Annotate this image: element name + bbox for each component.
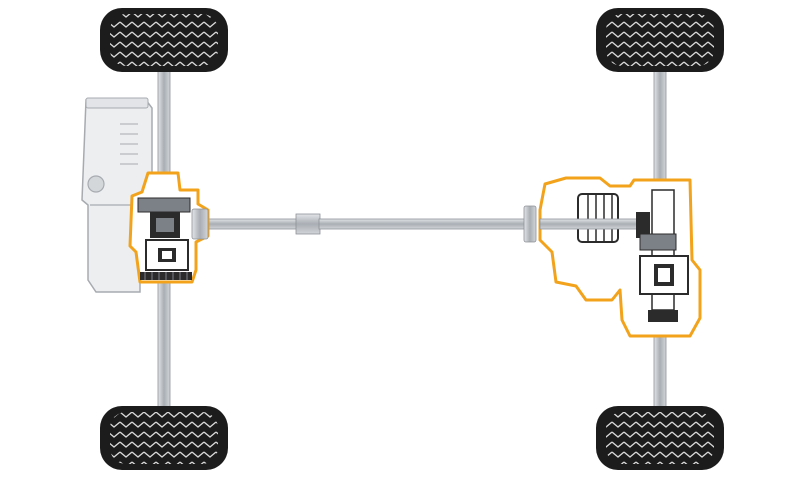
wheel-rear-right <box>596 406 724 470</box>
wheel-front-left <box>100 8 228 72</box>
propeller-shaft <box>204 205 537 243</box>
front-differential-unit <box>128 171 210 284</box>
wheel-rear-left <box>596 8 724 72</box>
rear-coupling-differential-unit <box>538 176 702 338</box>
wheel-front-right <box>100 406 228 470</box>
